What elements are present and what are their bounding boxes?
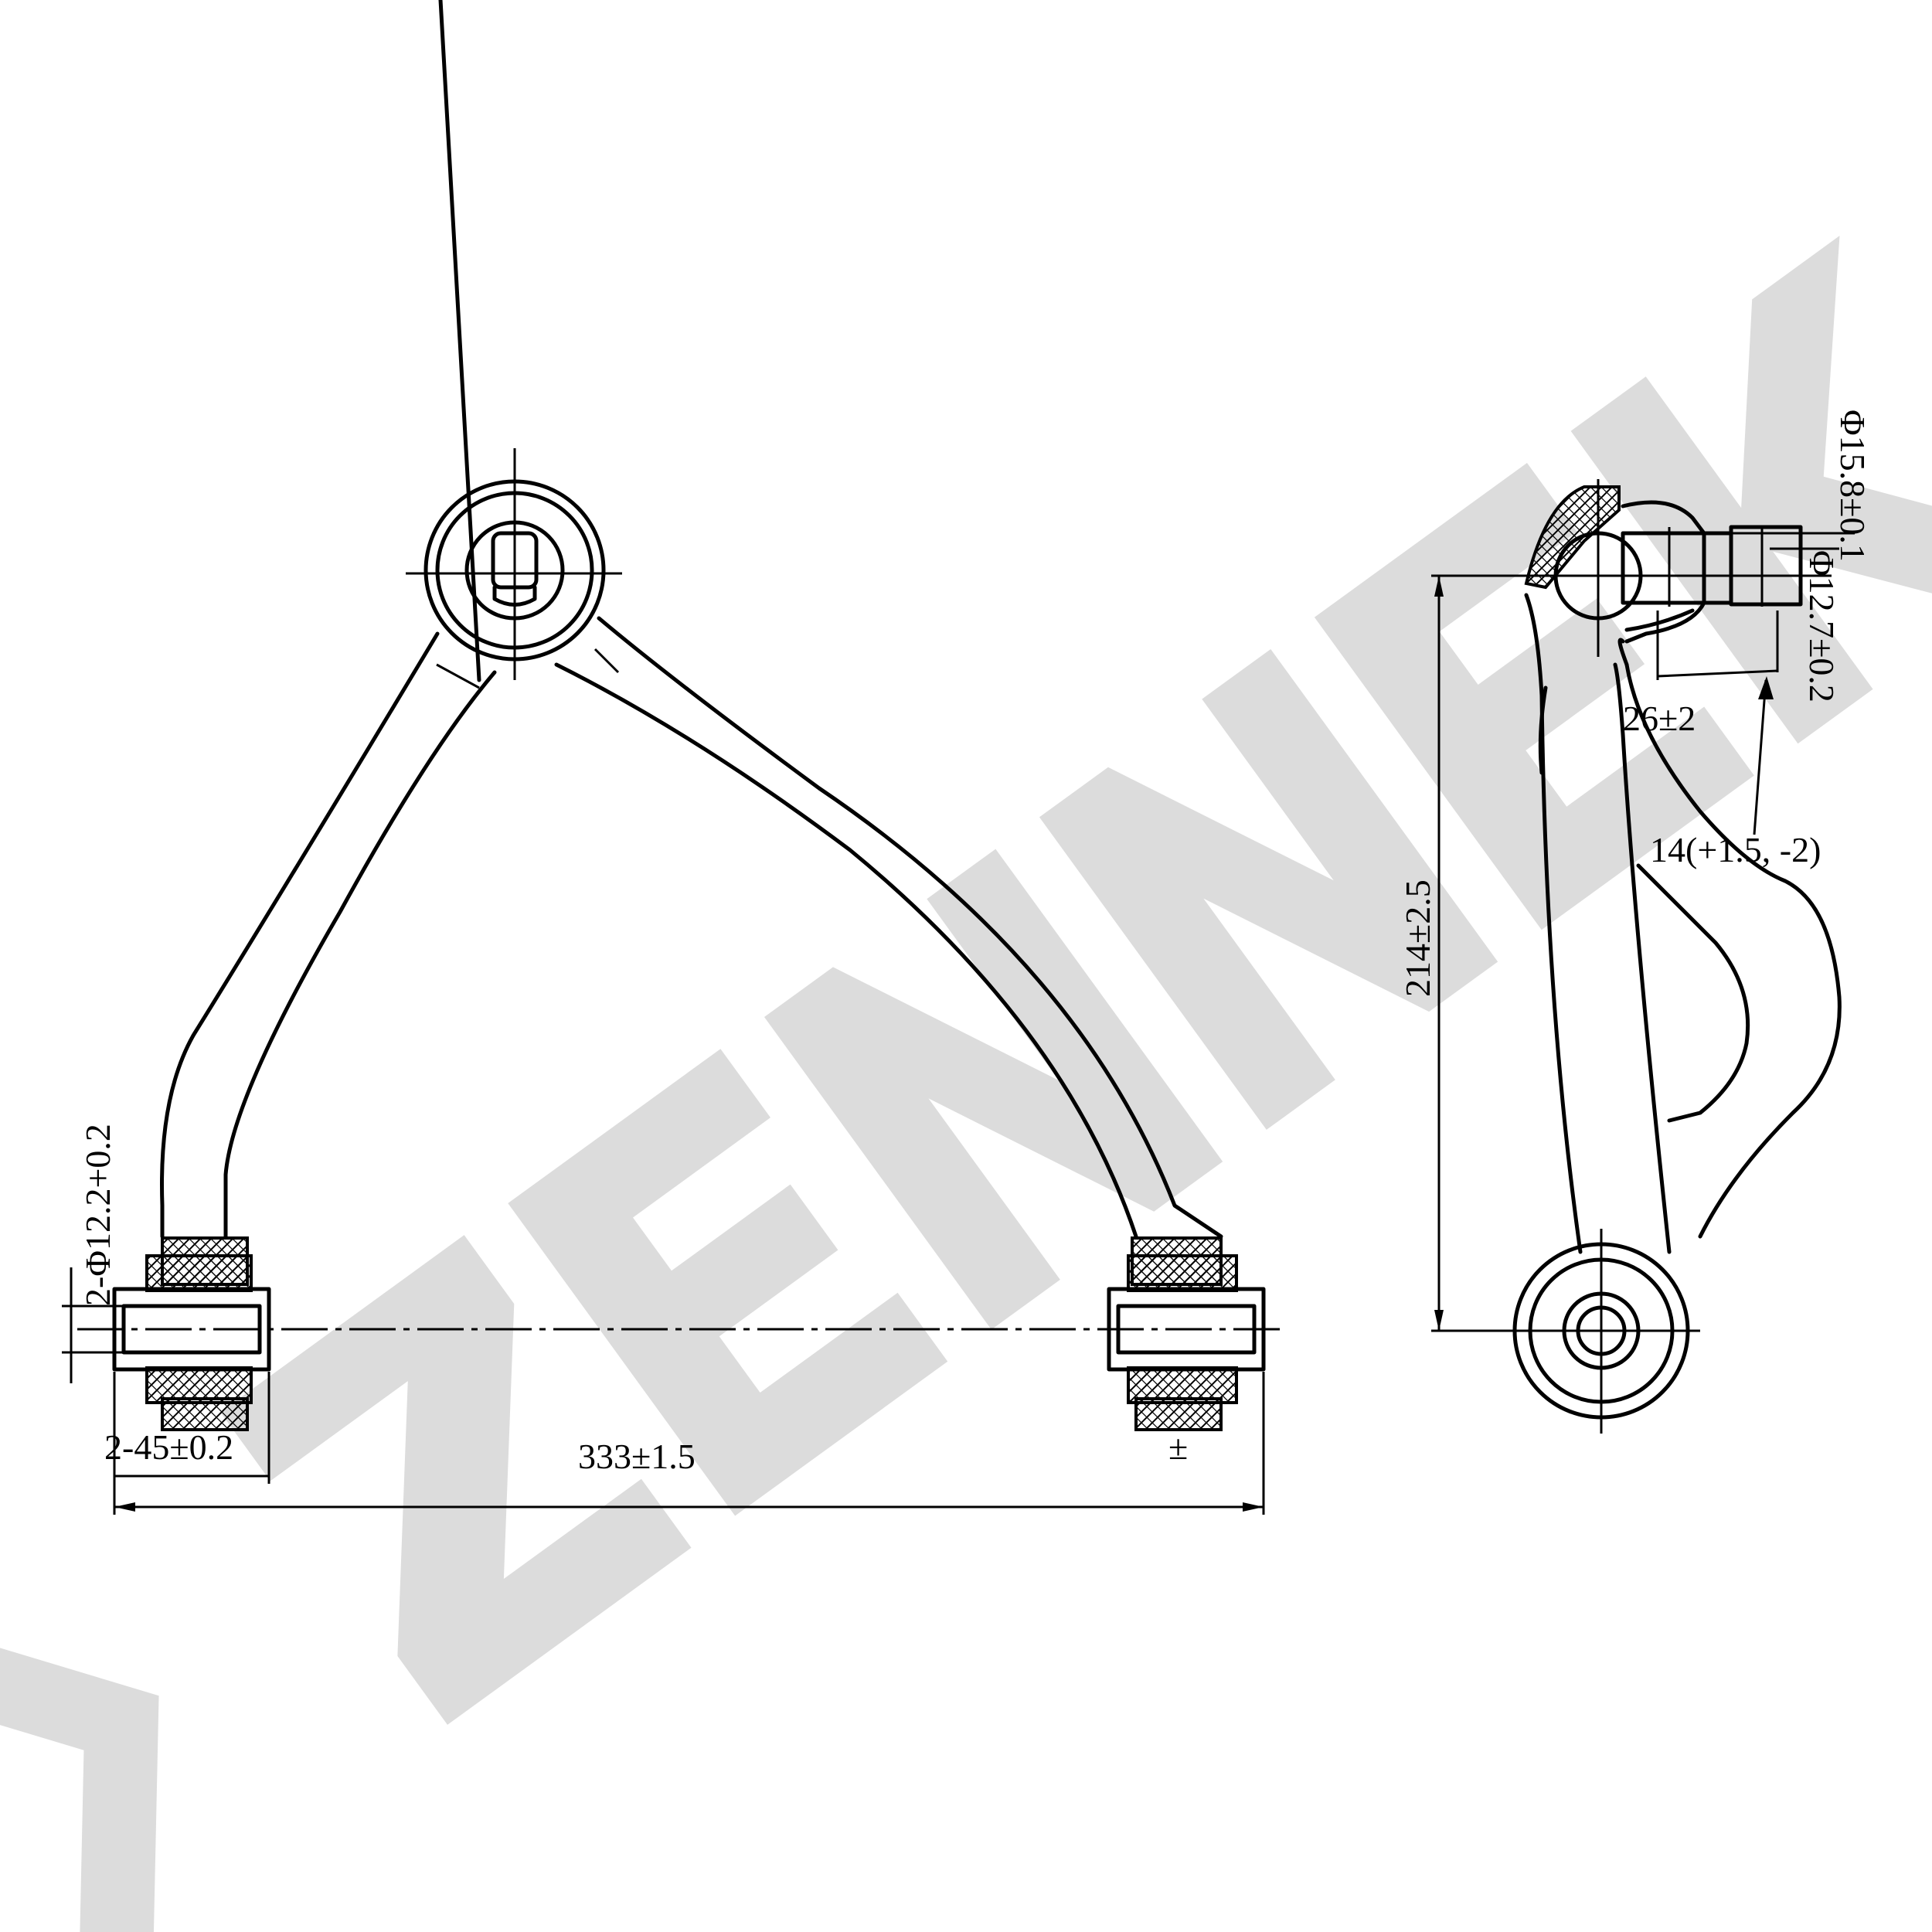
ball-stud-dia-large-label: Φ15.8±0.1	[1833, 410, 1872, 562]
side-height-label: 214±2.5	[1398, 879, 1437, 997]
side-arm-body	[1524, 593, 1842, 1254]
ball-joint-eye	[406, 448, 622, 680]
hole-diameter-label: 2-Φ12.2+0.2	[78, 1124, 117, 1306]
control-arm-body	[160, 0, 1223, 1239]
side-dimensions	[1431, 532, 1855, 1331]
side-view: 214±2.5 Φ15.8±0.1 Φ12.7±0.2 26±2 14(+1.5…	[1398, 410, 1872, 1434]
side-bushing-eye	[1431, 1229, 1700, 1434]
brand-watermark	[0, 236, 1932, 1932]
side-ball-joint	[1507, 479, 1832, 657]
left-bushing	[112, 1236, 271, 1431]
front-view: 2-Φ12.2+0.2 2-45±0.2 333±1.5 ±	[62, 0, 1287, 1515]
bushing-width-label: 2-45±0.2	[104, 1427, 233, 1467]
right-bushing	[1107, 1236, 1266, 1431]
right-tolerance-mark: ±	[1168, 1427, 1188, 1467]
offset-label: 14(+1.5, -2)	[1650, 830, 1821, 869]
overall-length-label: 333±1.5	[578, 1437, 696, 1476]
front-dimensions	[62, 1267, 1265, 1515]
ball-stud-dia-small-label: Φ12.7±0.2	[1802, 550, 1842, 702]
taper-length-label: 26±2	[1623, 699, 1696, 738]
